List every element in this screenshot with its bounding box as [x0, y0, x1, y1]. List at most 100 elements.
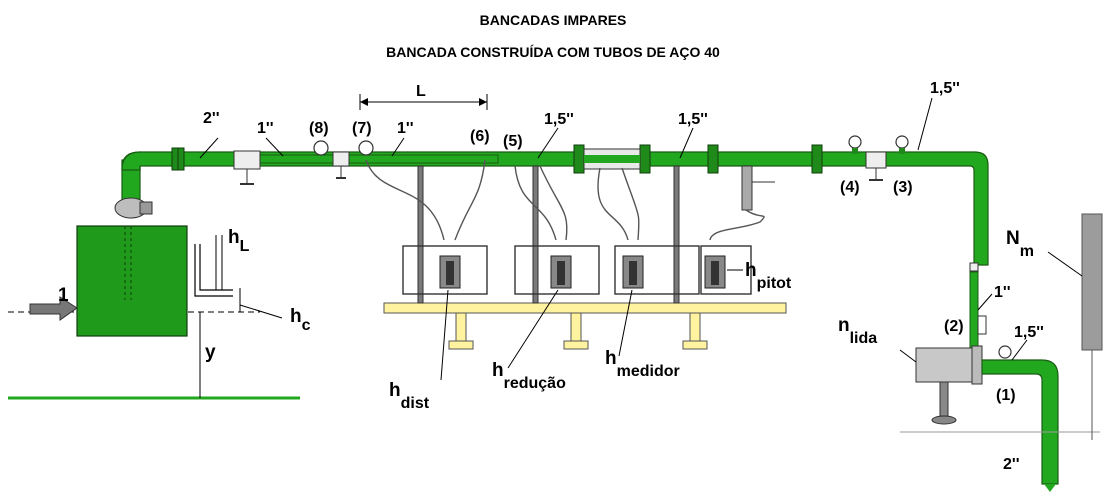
flange	[171, 147, 179, 171]
manometer-column	[557, 261, 565, 285]
water-tank	[76, 225, 188, 337]
title-line2: BANCADA CONSTRUÍDA COM TUBOS DE AÇO 40	[386, 44, 720, 60]
valve-icon	[233, 150, 261, 170]
hose	[597, 167, 629, 241]
hose	[539, 165, 568, 241]
arrowhead	[479, 98, 487, 106]
symbol-hreducao: hredução	[492, 360, 566, 392]
level-tube	[194, 244, 233, 297]
flange	[707, 144, 719, 174]
pipe-main	[121, 151, 989, 266]
flange	[639, 144, 651, 174]
hose	[621, 167, 640, 241]
manometer-frame-dist	[402, 245, 488, 295]
manometer-frame-reducao	[514, 245, 600, 295]
symbol-hmedidor: hmedidor	[605, 348, 680, 380]
arrowhead	[360, 98, 368, 106]
label-pipe-15-b: 1,5''	[678, 111, 708, 128]
manometer-column	[446, 261, 454, 285]
pump-head	[971, 345, 983, 385]
hose	[514, 165, 557, 241]
leader	[199, 137, 219, 159]
leader	[537, 127, 559, 159]
hose	[454, 159, 486, 241]
leader	[977, 293, 993, 311]
bench-foot	[448, 340, 474, 350]
label-p8: (8)	[309, 120, 329, 137]
pump-motor-nlida	[915, 347, 973, 383]
bench-foot	[563, 340, 589, 350]
gauge-stem	[899, 148, 905, 154]
valve-icon	[332, 151, 350, 167]
support-post	[417, 165, 424, 304]
symbol-nlida: nlida	[838, 315, 877, 347]
pressure-gauge-icon	[848, 135, 862, 149]
flange	[573, 144, 585, 174]
flange	[811, 144, 823, 174]
title-line1: BANCADAS IMPARES	[480, 12, 627, 28]
label-pipe-1in-b: 1''	[397, 120, 414, 137]
leader	[899, 349, 917, 363]
label-one: 1	[58, 285, 69, 306]
symbol-hL: hL	[228, 227, 250, 255]
hose	[365, 159, 445, 241]
label-p3: (3)	[893, 179, 913, 196]
manometer-column	[629, 261, 637, 285]
label-pipe-2in-bottom: 2''	[1003, 456, 1020, 473]
bench-leg	[455, 312, 467, 344]
drain-outlet-icon	[29, 296, 78, 321]
pipe-1in-vertical	[969, 271, 979, 351]
level-scale-Nm	[1081, 213, 1103, 351]
manometer-frame-medidor	[614, 245, 700, 295]
leader	[265, 137, 284, 157]
pressure-gauge-icon	[313, 140, 329, 156]
label-p7: (7)	[352, 120, 372, 137]
pump-base	[931, 415, 957, 425]
valve-icon	[865, 151, 887, 169]
label-pipe-15-a: 1,5''	[544, 111, 574, 128]
pressure-gauge-icon	[358, 140, 374, 156]
bench-leg	[570, 312, 582, 344]
label-pipe-2in-top: 2''	[203, 110, 220, 127]
pipe-outlet-end	[1044, 484, 1056, 492]
hose	[709, 209, 765, 241]
symbol-y: y	[205, 342, 216, 363]
label-pipe-1in-c: 1''	[994, 284, 1011, 301]
flange	[177, 147, 185, 171]
symbol-hc: hc	[290, 306, 311, 334]
leader	[1011, 339, 1028, 361]
gauge-stem	[852, 148, 858, 154]
valve-small-icon	[977, 315, 987, 335]
label-pipe-15-c: 1,5''	[930, 80, 960, 97]
bench-leg	[689, 312, 701, 344]
symbol-hdist: hdist	[389, 380, 430, 412]
symbol-hpitot: hpitot	[745, 260, 792, 292]
symbol-Nm: Nm	[1006, 228, 1034, 260]
pipe-outlet	[981, 359, 1059, 485]
label-length: L	[416, 83, 426, 100]
support-post	[532, 165, 539, 304]
label-p5: (5)	[503, 133, 523, 150]
label-pipe-15-d: 1,5''	[1014, 324, 1044, 341]
label-p6: (6)	[470, 128, 490, 145]
hc-leader	[239, 304, 283, 319]
pump-motor	[139, 201, 153, 215]
bench-foot	[682, 340, 708, 350]
pitot-tube-icon	[741, 165, 753, 211]
leader	[391, 137, 405, 157]
manometer-column	[711, 261, 719, 285]
pump-stand	[939, 381, 949, 417]
bench-top	[383, 302, 787, 314]
label-p2: (2)	[944, 318, 964, 335]
leader	[679, 127, 694, 159]
pipe-1in-section	[247, 154, 499, 164]
manometer-frame-pitot	[700, 245, 752, 295]
pressure-gauge-icon	[998, 345, 1012, 359]
leader	[618, 289, 633, 357]
label-p1: (1)	[996, 387, 1016, 404]
label-p4: (4)	[840, 179, 860, 196]
leader	[917, 97, 933, 151]
label-pipe-1in-a: 1''	[257, 120, 274, 137]
pipe-union	[969, 262, 979, 272]
